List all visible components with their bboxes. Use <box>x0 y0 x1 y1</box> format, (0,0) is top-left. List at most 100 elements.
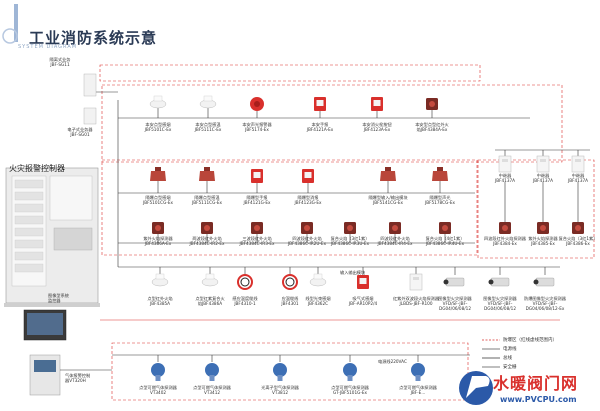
row4-device-label-5: 线型光束感烟 JBF4362C <box>305 296 331 306</box>
repeater-icon-3 <box>571 155 585 173</box>
legend-label-1: 防爆区（红线虚线范围内） <box>503 338 557 343</box>
repeater-icon-2 <box>536 155 550 173</box>
isolator-device-icon <box>83 73 97 97</box>
call-point-window-icon <box>253 172 261 178</box>
row4-device-icon-7 <box>409 273 423 291</box>
camera-lens-icon <box>488 279 494 285</box>
row2-device-icon-1 <box>150 171 166 181</box>
page-title: 工业消防系统示意 <box>29 29 158 47</box>
watermark-text: 水暖阀门网 <box>493 374 579 393</box>
row1-device-label-1: 本安点型感烟 JBF5101C-Ex <box>144 122 172 132</box>
electronic-device-icon <box>83 107 97 125</box>
call-point-window-icon <box>359 278 367 284</box>
flame-detector-lens-icon <box>347 225 353 231</box>
row5-device-icon-5 <box>411 363 425 377</box>
flame-detector-lens-icon <box>575 225 581 231</box>
row4-device-label-8: 图像型火灾探测器 VFD/SF-JBF- DG04/06/08/12 <box>438 296 472 311</box>
repeater-label-1: 中继器 JBF4137A <box>494 173 516 183</box>
explosion-proof-cap-icon <box>437 167 443 171</box>
flame-detector-lens-icon <box>392 225 398 231</box>
gas-detector-sensor-icon <box>347 375 353 381</box>
row4-device-icon-4 <box>282 274 298 290</box>
repeater-panel-icon <box>575 159 581 162</box>
row1-device-label-6: 本安型点型红外火 焰JBF4384A-Ex <box>415 122 449 132</box>
gas-detector-sensor-icon <box>209 375 215 381</box>
row2-device-label-5: 隔爆型输入/输出模块 JBF5141CG-Ex <box>368 195 408 205</box>
row3-device-label-5: 复合火焰（3红1紫） JBF4386C-IR3U-Ex <box>330 236 370 246</box>
watermark: 水暖阀门网 www.PVCPU.com <box>456 366 600 411</box>
row4-device-icon-2 <box>201 277 219 287</box>
controller-module-slot <box>14 251 44 261</box>
row4-device-icon-10 <box>535 277 555 287</box>
isolator-device-label: 隔离式业务 JBF-SG11 <box>49 57 71 67</box>
explosion-zone-bottom <box>111 342 469 401</box>
row4-device-label-10: 防爆图像型火灾探测器 VFD/SF-JBF- DG04/06/08/12-Ex <box>524 296 566 311</box>
row2-device-icon-6 <box>432 171 448 181</box>
call-point-window-icon <box>304 172 312 178</box>
call-point-window-icon <box>316 100 324 106</box>
row4-device-icon-3 <box>237 274 253 290</box>
row4-device-label-4: 应温缆线 JBF4301 <box>281 296 299 306</box>
watermark-url: www.PVCPU.com <box>500 395 577 404</box>
gas-detector-sensor-icon <box>415 375 421 381</box>
detector-base-icon <box>153 95 163 102</box>
controller-module-slot <box>14 203 44 213</box>
row4-device-icon-8 <box>445 277 465 287</box>
row4-device-icon-9 <box>490 277 510 287</box>
row3-right-device-label-2: 紫外火焰探测器 JBF4385-Ex <box>528 236 558 246</box>
explosion-proof-cap-icon <box>385 167 391 171</box>
row2-device-label-3: 隔爆型手报 JBF4121G-Ex <box>243 195 271 205</box>
explosion-zone-right <box>477 159 595 259</box>
page-subtitle: SYSTEM DIAGRAM <box>18 44 78 50</box>
row4-device-label-3: 感应温度缆线 JBF4310-1 <box>232 296 258 306</box>
gas-controller-label: 气体报警控制 器VT320H <box>65 373 91 383</box>
flame-detector-lens-icon <box>429 101 435 107</box>
row2-device-label-1: 隔爆点型感烟 JBF5101CG-Ex <box>143 195 173 205</box>
detector-base-icon <box>155 273 165 280</box>
electronic-device-label: 电子式业务器 JBF-SG01 <box>67 127 93 137</box>
camera-lens-icon <box>443 279 449 285</box>
explosion-zone-header <box>99 64 481 82</box>
row5-device-label-1: 点型可燃气体探测器 VT3402 <box>139 385 177 395</box>
repeater-panel-icon <box>540 159 546 162</box>
alarm-bell-center-icon <box>254 101 260 107</box>
row2-device-icon-2 <box>199 171 215 181</box>
row4-device-label-6: 吸气式感烟 JBF-AR10P2/4 <box>348 296 378 306</box>
row1-device-label-2: 本安点型感温 JBF5111C-Ex <box>194 122 222 132</box>
row5-device-icon-2 <box>205 363 219 377</box>
cable-core-icon <box>240 277 250 287</box>
row3-right-device-label-1: 四波段红外火焰探测器 JBF4384-Ex <box>484 236 526 246</box>
fire-alarm-controller-label: 火灾报警控制器 <box>9 164 65 173</box>
controller-module-slot <box>14 215 44 225</box>
row1-device-label-3: 本安声光报警器 JBF5174-Ex <box>242 122 272 132</box>
controller-module-slot <box>14 191 44 201</box>
row5-device-label-3: 光离子型气体探测器 VT3812 <box>261 385 299 395</box>
repeater-label-3: 中继器 JBF4137A <box>567 173 589 183</box>
title-area: 工业消防系统示意 SYSTEM DIAGRAM <box>0 0 260 50</box>
row3-device-label-2: 两波段红外火焰 JBF4384C-IR2-Ex <box>189 236 225 246</box>
explosion-proof-cap-icon <box>155 167 161 171</box>
controller-display-panel <box>49 175 93 221</box>
power-line-label: 电源线220VAC <box>378 359 407 364</box>
flame-detector-lens-icon <box>155 225 161 231</box>
input-module-label: 输入输出模块 <box>340 270 366 275</box>
gas-detector-sensor-icon <box>277 375 283 381</box>
flame-detector-lens-icon <box>442 225 448 231</box>
controller-module-slot <box>14 239 44 249</box>
controller-module-slot <box>14 179 44 189</box>
flame-detector-lens-icon <box>502 225 508 231</box>
legend-label-4: 安全栅 <box>503 365 517 370</box>
repeater-icon-1 <box>498 155 512 173</box>
row1-device-label-4: 本安手报 JBF4121A-Ex <box>306 122 334 132</box>
row4-device-label-1: 点型红外火焰 JBF4385A <box>147 296 173 306</box>
logo-icon <box>2 4 18 44</box>
row5-device-label-4: 点型可燃气体探测器 GT-JBF5101G-Ex <box>331 385 369 395</box>
repeater-label-2: 中继器 JBF4137A <box>532 173 554 183</box>
row5-device-label-2: 点型可燃气体探测器 VT3412 <box>193 385 231 395</box>
repeater-panel-icon <box>502 159 508 162</box>
controller-module-slot <box>14 263 44 273</box>
gas-detector-sensor-icon <box>155 375 161 381</box>
controller-module-slot <box>14 227 44 237</box>
